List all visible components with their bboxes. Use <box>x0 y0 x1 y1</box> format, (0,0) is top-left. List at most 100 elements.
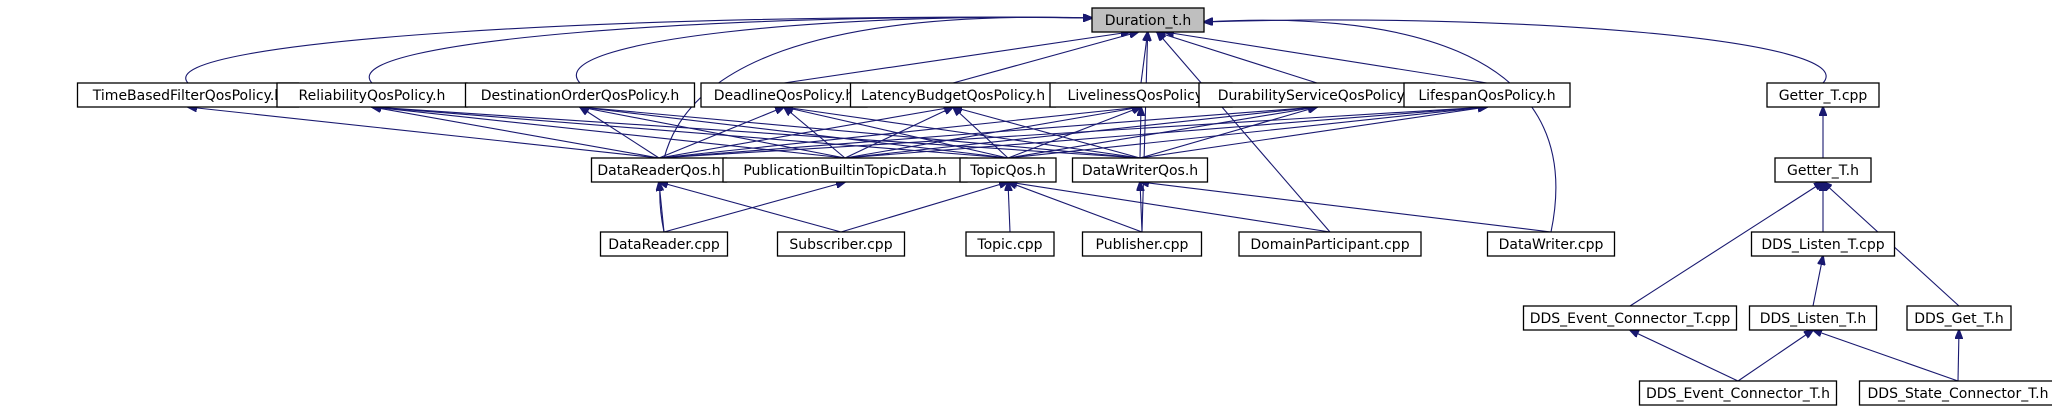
edge-decpp-to-getterh <box>1629 182 1823 307</box>
node-label: Getter_T.cpp <box>1779 88 1868 104</box>
node-life[interactable]: LifespanQosPolicy.h <box>1403 82 1571 108</box>
node-tq[interactable]: TopicQos.h <box>959 157 1057 183</box>
edge-dwq-to-live <box>1140 107 1141 159</box>
node-dlh[interactable]: DDS_Listen_T.h <box>1748 305 1878 331</box>
node-dpcpp[interactable]: DomainParticipant.cpp <box>1238 231 1422 257</box>
node-box <box>599 231 729 257</box>
node-label: DestinationOrderQosPolicy.h <box>481 88 680 104</box>
edge-dsh-to-dgh <box>1958 330 1959 382</box>
node-rel[interactable]: ReliabilityQosPolicy.h <box>276 82 468 108</box>
edge-dpcpp-to-duration <box>1157 32 1331 233</box>
node-label: Topic.cpp <box>976 237 1042 253</box>
node-label: DomainParticipant.cpp <box>1250 237 1409 253</box>
edge-gettercpp-to-duration <box>1204 20 1827 84</box>
edge-pub-to-dest <box>580 107 846 159</box>
edge-pub-to-lat <box>844 107 953 159</box>
edge-dwq-to-rel <box>372 107 1141 159</box>
node-box <box>965 231 1055 257</box>
node-duration[interactable]: Duration_t.h <box>1091 7 1205 33</box>
node-drcpp[interactable]: DataReader.cpp <box>599 231 729 257</box>
node-dsh[interactable]: DDS_State_Connector_T.h <box>1858 380 2052 406</box>
edge-dwq-to-dest <box>580 107 1141 159</box>
node-label: DeadlineQosPolicy.h <box>714 88 855 104</box>
edge-dlh-to-dlcpp <box>1812 256 1823 307</box>
node-box <box>1486 231 1616 257</box>
edge-subcpp-to-tq <box>840 182 1008 233</box>
edge-pub-to-life <box>844 107 1487 159</box>
node-gettercpp[interactable]: Getter_T.cpp <box>1766 82 1880 108</box>
edge-dur-to-duration <box>1156 32 1318 84</box>
node-box <box>722 157 968 183</box>
node-box <box>700 82 868 108</box>
node-label: DDS_Listen_T.cpp <box>1761 237 1884 253</box>
edge-pubcpp-to-tq <box>1008 182 1143 233</box>
node-box <box>276 82 468 108</box>
node-getterh[interactable]: Getter_T.h <box>1774 157 1872 183</box>
node-label: LivelinessQosPolicy.h <box>1068 88 1215 104</box>
node-label: DDS_Event_Connector_T.cpp <box>1530 311 1731 327</box>
node-dgh[interactable]: DDS_Get_T.h <box>1906 305 2012 331</box>
node-box <box>1071 157 1209 183</box>
edge-drq-to-dest <box>580 107 660 159</box>
edge-tq-to-dest <box>580 107 1009 159</box>
edge-tq-to-dead <box>784 107 1009 159</box>
node-label: Getter_T.h <box>1787 163 1859 179</box>
edge-drq-to-dead <box>658 107 784 159</box>
edge-dwq-to-dead <box>784 107 1141 159</box>
node-label: DataWriter.cpp <box>1499 237 1604 253</box>
node-box <box>1091 7 1205 33</box>
node-dlcpp[interactable]: DDS_Listen_T.cpp <box>1750 231 1896 257</box>
edge-dwq-to-lat <box>953 107 1141 159</box>
node-label: DataWriterQos.h <box>1082 163 1198 179</box>
node-box <box>1081 231 1203 257</box>
edge-drq-to-lat <box>658 107 953 159</box>
edge-topcpp-to-tq <box>1008 182 1010 233</box>
node-label: DDS_State_Connector_T.h <box>1868 386 2049 402</box>
edge-drcpp-to-drq <box>659 182 665 233</box>
node-label: Subscriber.cpp <box>789 237 892 253</box>
node-deh[interactable]: DDS_Event_Connector_T.h <box>1638 380 1838 406</box>
edge-tq-to-rel <box>372 107 1009 159</box>
node-pub[interactable]: PublicationBuiltinTopicData.h <box>722 157 968 183</box>
edge-dwcpp-to-duration <box>1204 20 1557 233</box>
node-dur[interactable]: DurabilityServiceQosPolicy.h <box>1198 82 1436 108</box>
node-topcpp[interactable]: Topic.cpp <box>965 231 1055 257</box>
node-label: DDS_Listen_T.h <box>1760 311 1867 327</box>
edge-dwq-to-life <box>1139 107 1487 159</box>
node-label: LatencyBudgetQosPolicy.h <box>861 88 1045 104</box>
edge-tq-to-dur <box>1007 107 1317 159</box>
node-drq[interactable]: DataReaderQos.h <box>590 157 728 183</box>
node-box <box>1906 305 2012 331</box>
edge-pub-to-rel <box>372 107 846 159</box>
node-box <box>464 82 696 108</box>
edge-tq-to-live <box>1007 107 1141 159</box>
edge-rel-to-duration <box>368 17 1092 84</box>
node-label: PublicationBuiltinTopicData.h <box>743 163 946 179</box>
node-box <box>1858 380 2052 406</box>
node-dwq[interactable]: DataWriterQos.h <box>1071 157 1209 183</box>
node-dest[interactable]: DestinationOrderQosPolicy.h <box>464 82 696 108</box>
node-label: DDS_Get_T.h <box>1914 311 2004 327</box>
node-lat[interactable]: LatencyBudgetQosPolicy.h <box>849 82 1057 108</box>
node-label: DataReader.cpp <box>608 237 720 253</box>
edges-layer <box>185 17 1959 382</box>
node-dead[interactable]: DeadlineQosPolicy.h <box>700 82 868 108</box>
edge-drq-to-rel <box>372 107 660 159</box>
edge-deh-to-decpp <box>1630 330 1739 382</box>
node-dwcpp[interactable]: DataWriter.cpp <box>1486 231 1616 257</box>
edge-dpcpp-to-tq <box>1008 182 1331 233</box>
node-tbf[interactable]: TimeBasedFilterQosPolicy.h <box>76 82 300 108</box>
node-decpp[interactable]: DDS_Event_Connector_T.cpp <box>1522 305 1738 331</box>
edge-drcpp-to-pub <box>663 182 845 233</box>
edge-pub-to-dur <box>844 107 1317 159</box>
node-pubcpp[interactable]: Publisher.cpp <box>1081 231 1203 257</box>
edge-tq-to-life <box>1007 107 1487 159</box>
node-label: Duration_t.h <box>1105 13 1192 29</box>
node-label: DDS_Event_Connector_T.h <box>1646 386 1830 402</box>
edge-deh-to-dlh <box>1737 330 1813 382</box>
node-subcpp[interactable]: Subscriber.cpp <box>776 231 906 257</box>
node-label: DataReaderQos.h <box>597 163 720 179</box>
edge-tq-to-lat <box>953 107 1009 159</box>
